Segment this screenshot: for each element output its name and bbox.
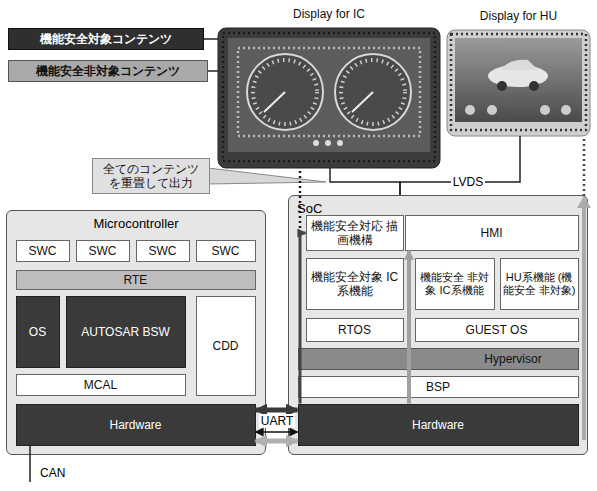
node-text: Hardware — [412, 418, 464, 432]
connector — [208, 70, 218, 72]
node-text: CDD — [213, 339, 239, 353]
node-text: GUEST OS — [466, 323, 528, 337]
display-hu: Display for HU — [447, 30, 590, 136]
connector — [256, 408, 298, 413]
output-arrow — [582, 206, 586, 440]
node-text: SWC — [149, 244, 177, 258]
dotted-path — [299, 168, 302, 233]
node-text: MCAL — [84, 378, 117, 392]
connector — [400, 136, 520, 195]
node-text: 全てのコンテンツ を重畳して出力 — [97, 162, 205, 190]
cdd-box: CDD — [196, 296, 256, 396]
node-text: HU系機能 (機能安全 非対象) — [503, 271, 576, 297]
bsp-band: BSP — [298, 376, 579, 398]
microcontroller-box: MicrocontrollerSWC SWC SWC SWC RTE OS AUTOSAR … — [6, 210, 266, 455]
callout-box: 機能安全非対象コンテンツ — [8, 60, 208, 82]
node-text: SWC — [212, 244, 240, 258]
connector — [300, 233, 306, 404]
layer-box: HU系機能 (機能安全 非対象) — [500, 258, 579, 310]
display-ic: Display for IC — [218, 28, 440, 168]
node-text: AUTOSAR BSW — [81, 325, 169, 339]
hardware-box: Hardware — [298, 404, 579, 446]
layer-box: 機能安全 非対象 IC系機能 — [415, 258, 495, 310]
layer-box: 機能安全対応 描画機構 — [306, 215, 404, 251]
layer-box: RTOS — [306, 318, 404, 342]
node-text: SoC — [297, 202, 322, 216]
display-heading: Display for HU — [480, 9, 557, 23]
node-text: Microcontroller — [93, 217, 178, 231]
bsw-box: AUTOSAR BSW — [66, 296, 186, 368]
node-text: 機能安全対応 描画機構 — [309, 219, 401, 247]
node-text: BSP — [426, 380, 450, 394]
node-text: Hypervisor — [484, 352, 541, 366]
dotted-path — [583, 136, 586, 196]
node-text: 機能安全 非対象 IC系機能 — [418, 271, 492, 297]
bus-label: CAN — [38, 466, 67, 480]
node-text: OS — [29, 325, 46, 339]
node-text: 機能安全対象 IC系機能 — [309, 270, 401, 298]
layer-box: HMI — [405, 215, 579, 251]
soc-box: SoC 機能安全対応 描画機構 HMI 機能安全対象 IC系機能機能安全 非対象 IC… — [288, 195, 588, 455]
swc-box: SWC — [16, 240, 70, 262]
display-heading: Display for IC — [293, 7, 365, 21]
node-text: 機能安全非対象コンテンツ — [36, 64, 180, 78]
connector — [204, 38, 218, 40]
rte-box: RTE — [16, 270, 256, 290]
callout-box: 機能安全対象コンテンツ — [8, 28, 204, 50]
layer-box: 機能安全対象 IC系機能 — [306, 258, 404, 310]
node-text: 機能安全対象コンテンツ — [40, 32, 172, 46]
arrow-head — [577, 196, 591, 208]
os-box: OS — [16, 296, 60, 368]
swc-box: SWC — [196, 240, 256, 262]
node-text: HMI — [481, 226, 503, 240]
callout-box: 全てのコンテンツ を重畳して出力 — [92, 158, 210, 194]
node-text: SWC — [29, 244, 57, 258]
connector — [256, 431, 298, 433]
signal-label: UART — [259, 414, 295, 428]
swc-box: SWC — [76, 240, 130, 262]
connector — [330, 168, 400, 195]
hypervisor-band: Hypervisor — [298, 348, 579, 370]
can-bus-line — [29, 446, 31, 482]
swc-box: SWC — [136, 240, 190, 262]
connector — [256, 439, 298, 444]
node-text: RTE — [124, 273, 148, 287]
mcal-box: MCAL — [16, 374, 186, 396]
node-text: SWC — [89, 244, 117, 258]
layer-box: GUEST OS — [415, 318, 579, 342]
node-text: Hardware — [109, 418, 161, 432]
signal-label: LVDS — [451, 175, 485, 189]
hardware-box: Hardware — [16, 404, 256, 446]
connector — [407, 251, 411, 404]
node-text: RTOS — [338, 323, 371, 337]
